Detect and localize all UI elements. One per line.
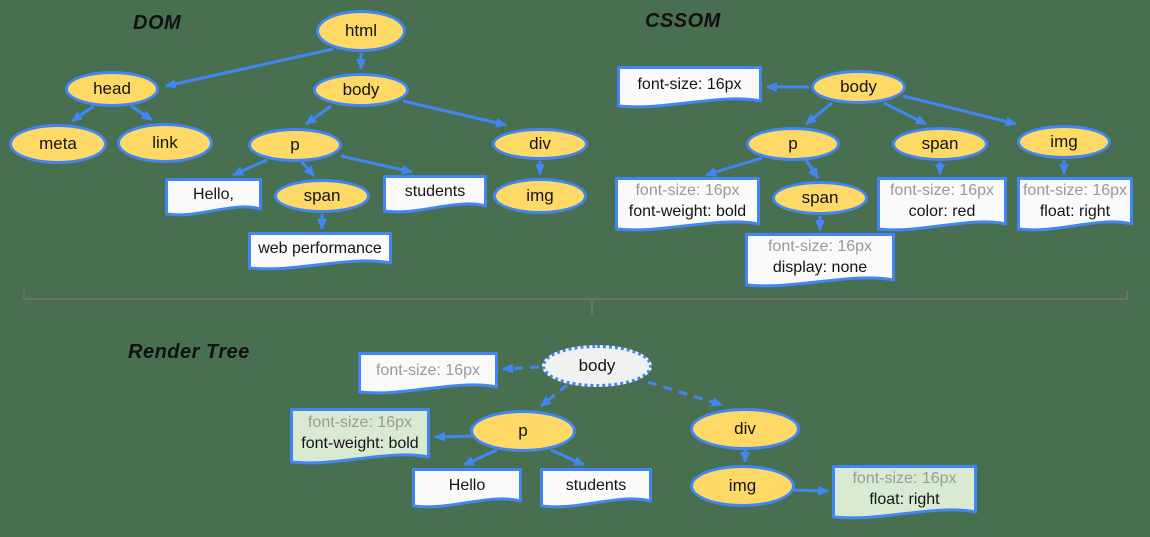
document-shape — [540, 468, 652, 509]
render-textnode-hello: Hello — [412, 468, 522, 510]
document-shape — [358, 352, 498, 395]
cssom-section-title: CSSOM — [645, 10, 721, 32]
document-shape — [383, 175, 487, 214]
document-shape — [1017, 177, 1133, 232]
dom-node-span: span — [274, 179, 370, 213]
document-shape — [615, 177, 760, 232]
render-rule-p: font-size: 16px font-weight: bold — [290, 408, 430, 466]
render-tree-section-title: Render Tree — [128, 341, 250, 363]
edge-body-p — [305, 104, 332, 126]
render-node-p: p — [470, 410, 576, 452]
render-rule-p-line2: font-weight: bold — [301, 435, 419, 452]
dom-node-p: p — [248, 128, 342, 162]
render-rule-body: font-size: 16px — [358, 352, 498, 396]
document-shape — [412, 468, 522, 509]
document-shape — [877, 177, 1007, 232]
dom-node-body: body — [313, 73, 409, 107]
render-textnode-students-label: students — [565, 476, 627, 494]
cssom-rule-span-none-line1: font-size: 16px — [767, 238, 873, 255]
brace-dom-cssom-to-render — [23, 290, 1128, 316]
render-rule-img-line2: float: right — [869, 491, 940, 508]
cssom-rule-span-red-line1: font-size: 16px — [889, 182, 995, 199]
dom-node-div: div — [492, 128, 588, 160]
render-node-div: div — [690, 408, 800, 450]
render-node-body: body — [542, 345, 652, 387]
cssom-rule-img: font-size: 16px float: right — [1017, 177, 1133, 233]
edge-render-p-hello — [463, 448, 498, 467]
cssom-node-img: img — [1017, 125, 1111, 159]
cssom-node-span-red: span — [892, 127, 988, 161]
cssom-rule-p-line2: font-weight: bold — [628, 203, 747, 220]
cssom-node-p: p — [746, 127, 840, 161]
render-node-img: img — [690, 465, 795, 507]
cssom-rule-span-none: font-size: 16px display: none — [745, 233, 895, 289]
cssom-rule-span-none-line2: display: none — [772, 259, 868, 276]
cssom-rule-p: font-size: 16px font-weight: bold — [615, 177, 760, 233]
cssom-rule-img-line1: font-size: 16px — [1022, 182, 1128, 199]
cssom-rule-img-line2: float: right — [1039, 203, 1111, 220]
edge-render-img-rule — [792, 485, 829, 496]
dom-node-html: html — [316, 10, 406, 52]
render-textnode-hello-label: Hello — [448, 476, 486, 494]
dom-section-title: DOM — [133, 12, 182, 34]
edge-render-body-rule — [502, 363, 540, 374]
render-textnode-students: students — [540, 468, 652, 510]
document-shape — [832, 465, 977, 520]
edge-cssom-body-img — [902, 94, 1017, 127]
edge-render-p-students — [550, 448, 585, 467]
cssom-rule-span-red: font-size: 16px color: red — [877, 177, 1007, 233]
render-rule-img-line1: font-size: 16px — [852, 470, 957, 487]
document-shape — [745, 233, 895, 288]
edge-cssom-p-span — [804, 159, 820, 179]
document-shape — [165, 178, 262, 217]
dom-textnode-students-label: students — [404, 182, 466, 200]
edge-html-head — [165, 47, 334, 89]
cssom-rule-p-line1: font-size: 16px — [635, 182, 740, 199]
edge-render-body-p — [540, 383, 568, 408]
cssom-node-span-none: span — [772, 181, 868, 215]
render-rule-body-line1: font-size: 16px — [375, 361, 481, 379]
cssom-rule-body-line1: font-size: 16px — [637, 75, 742, 93]
document-shape — [290, 408, 430, 465]
edge-p-span — [299, 160, 316, 177]
edge-p-hello — [232, 158, 268, 177]
render-rule-p-line1: font-size: 16px — [307, 414, 413, 431]
cssom-rule-body: font-size: 16px — [617, 66, 762, 110]
dom-node-img: img — [493, 178, 587, 214]
document-shape — [248, 232, 392, 271]
dom-textnode-web-performance: web performance — [248, 232, 392, 272]
edge-render-p-rule — [434, 431, 474, 442]
cssom-rule-span-red-line2: color: red — [908, 203, 976, 220]
dom-textnode-students: students — [383, 175, 487, 215]
edge-head-link — [130, 104, 153, 122]
edge-cssom-body-span — [883, 101, 927, 126]
dom-textnode-hello: Hello, — [165, 178, 262, 218]
dom-textnode-hello-label: Hello, — [193, 185, 234, 203]
edge-render-body-div — [647, 380, 723, 407]
edge-cssom-p-rule — [705, 156, 763, 177]
dom-textnode-web-performance-label: web performance — [258, 239, 382, 257]
cssom-node-body: body — [811, 70, 906, 104]
dom-node-link: link — [117, 123, 213, 163]
edge-body-div — [402, 99, 507, 128]
edge-cssom-body-p — [805, 101, 833, 126]
dom-node-meta: meta — [9, 124, 107, 164]
render-rule-img: font-size: 16px float: right — [832, 465, 977, 521]
edge-head-meta — [71, 104, 95, 123]
edge-p-students — [340, 154, 413, 175]
document-shape — [617, 66, 762, 109]
dom-node-head: head — [65, 71, 159, 107]
